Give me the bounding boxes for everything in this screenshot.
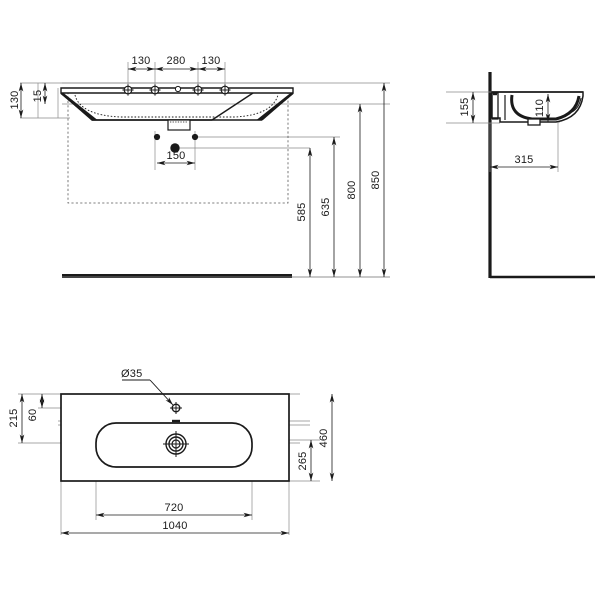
dim-tap-center: 280 [167,55,186,67]
plan-view: Ø35 215 60 265 460 720 104 [8,368,335,536]
dim-plan-720: 720 [96,502,252,518]
cabinet-outline-dashed [67,92,289,204]
plan-tap-hole [170,402,182,414]
front-tap-holes [122,84,231,96]
dim-110: 110 [534,99,546,117]
dim-265: 265 [297,452,309,471]
dim-rim-thickness: 15 [32,90,44,103]
dim-tap-left: 130 [132,55,151,67]
dim-side-110: 110 [534,94,551,122]
dim-chain-tap-spacing: 130 280 130 [128,55,225,72]
floor-line [62,274,390,278]
front-service-points [153,133,199,153]
front-elevation-view: 130 280 130 130 15 150 585 635 [9,55,390,278]
dim-front-left-verticals: 130 15 [9,83,48,118]
basin-front-profile [60,87,294,131]
dim-635: 635 [320,198,332,217]
dim-plan-1040: 1040 [61,520,289,536]
dim-800: 800 [346,181,358,200]
dim-155: 155 [459,98,471,117]
dim-tap-right: 130 [202,55,221,67]
dim-60: 60 [27,409,39,422]
dim-150: 150 [167,150,186,162]
dim-hole-diameter: Ø35 [121,368,142,380]
leader-diameter-35: Ø35 [121,368,174,406]
dim-plan-460: 460 [318,394,335,481]
dim-315: 315 [515,154,534,166]
dim-plan-215: 215 [8,394,25,443]
dim-215: 215 [8,409,20,428]
dim-side-315: 315 [490,154,558,170]
dim-460: 460 [318,429,330,448]
dim-plan-60: 60 [27,394,45,422]
dim-front-heights: 585 635 800 850 [296,83,387,277]
basin-side-profile [491,91,584,126]
plan-waste-outlet [163,431,189,457]
dim-side-155: 155 [459,92,476,123]
dim-plan-265: 265 [297,440,314,481]
dim-720: 720 [165,502,184,514]
dim-waste-offset: 150 [157,150,195,166]
dim-basin-depth: 130 [9,91,21,110]
dim-585: 585 [296,203,308,222]
side-elevation-view: 155 110 315 [446,72,595,279]
dim-850: 850 [370,171,382,190]
dim-1040: 1040 [162,520,187,532]
